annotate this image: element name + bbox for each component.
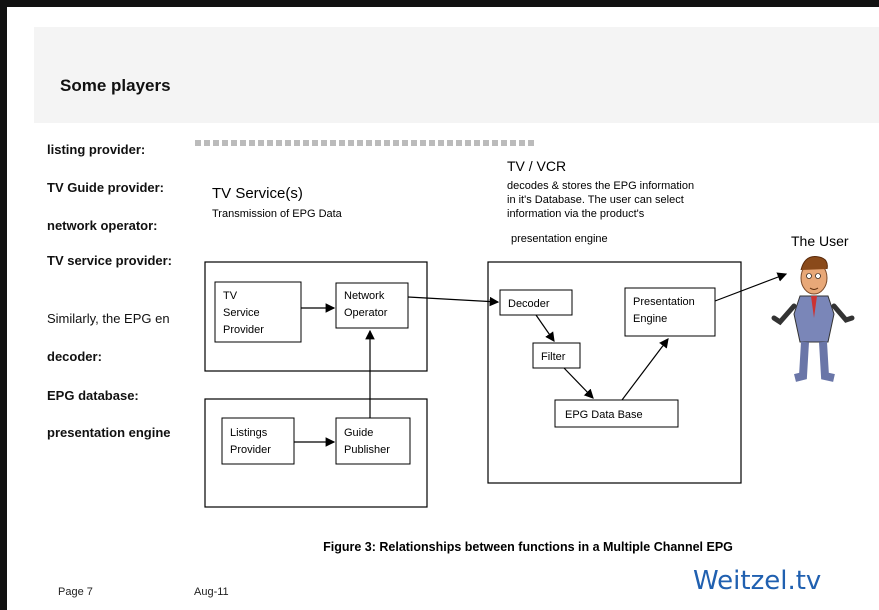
svg-text:Engine: Engine xyxy=(633,313,667,325)
guide-publisher-box: Guide Publisher xyxy=(335,417,411,465)
svg-text:Listings: Listings xyxy=(230,427,268,439)
term-tv-service-provider: TV service provider: xyxy=(47,253,172,268)
svg-text:EPG Data Base: EPG Data Base xyxy=(565,409,643,421)
flow-arrows xyxy=(294,272,788,447)
slide-border-left xyxy=(0,0,7,610)
tv-vcr-frame xyxy=(487,261,742,484)
term-tv-guide-provider: TV Guide provider: xyxy=(47,180,165,195)
slide-border-top xyxy=(0,0,879,7)
brand-logo: Weitzel.tv xyxy=(693,566,822,596)
user-figure-icon xyxy=(771,256,855,382)
svg-text:Provider: Provider xyxy=(230,444,271,456)
listings-provider-box: Listings Provider xyxy=(221,417,295,465)
epg-figure: TV Service(s) Transmission of EPG Data T… xyxy=(178,146,879,558)
svg-text:Publisher: Publisher xyxy=(344,444,390,456)
page-number: Page 7 xyxy=(58,586,93,598)
term-similarly: Similarly, the EPG en xyxy=(47,311,170,326)
term-epg-database: EPG database: xyxy=(47,388,139,403)
presentation-engine-box: Presentation Engine xyxy=(624,287,716,337)
svg-text:Provider: Provider xyxy=(223,324,264,336)
slide-title: Some players xyxy=(60,76,171,95)
tv-service-subheading: Transmission of EPG Data xyxy=(212,208,343,220)
tv-desc-line-4: presentation engine xyxy=(511,233,608,245)
epg-diagram: TV Service(s) Transmission of EPG Data T… xyxy=(204,158,855,554)
user-label: The User xyxy=(791,233,849,249)
tv-desc-line-2: in it's Database. The user can select xyxy=(507,194,684,206)
term-network-operator: network operator: xyxy=(47,218,158,233)
decoder-box: Decoder xyxy=(499,289,573,316)
filter-box: Filter xyxy=(532,342,581,369)
tv-desc-line-3: information via the product's xyxy=(507,208,645,220)
tv-service-frame xyxy=(204,261,428,372)
publisher-frame xyxy=(204,398,428,508)
svg-text:TV: TV xyxy=(223,290,238,302)
term-listing-provider: listing provider: xyxy=(47,142,146,157)
term-decoder: decoder: xyxy=(47,349,102,364)
svg-text:Presentation: Presentation xyxy=(633,296,695,308)
svg-text:Filter: Filter xyxy=(541,351,566,363)
term-presentation-engine: presentation engine xyxy=(47,425,171,440)
svg-text:Guide: Guide xyxy=(344,427,373,439)
title-band xyxy=(34,27,879,123)
svg-text:Service: Service xyxy=(223,307,260,319)
footer-date: Aug-11 xyxy=(194,586,229,598)
tv-desc-line-1: decodes & stores the EPG information xyxy=(507,180,694,192)
tv-service-heading: TV Service(s) xyxy=(212,185,303,202)
figure-caption: Figure 3: Relationships between function… xyxy=(323,540,733,554)
tv-service-provider-box: TV Service Provider xyxy=(214,281,302,343)
svg-text:Network: Network xyxy=(344,290,385,302)
svg-text:Operator: Operator xyxy=(344,307,388,319)
svg-text:Decoder: Decoder xyxy=(508,298,550,310)
network-operator-box: Network Operator xyxy=(335,282,409,329)
epg-database-box: EPG Data Base xyxy=(554,399,679,428)
illegible-text-line xyxy=(195,140,535,146)
tv-vcr-heading: TV / VCR xyxy=(507,158,566,174)
